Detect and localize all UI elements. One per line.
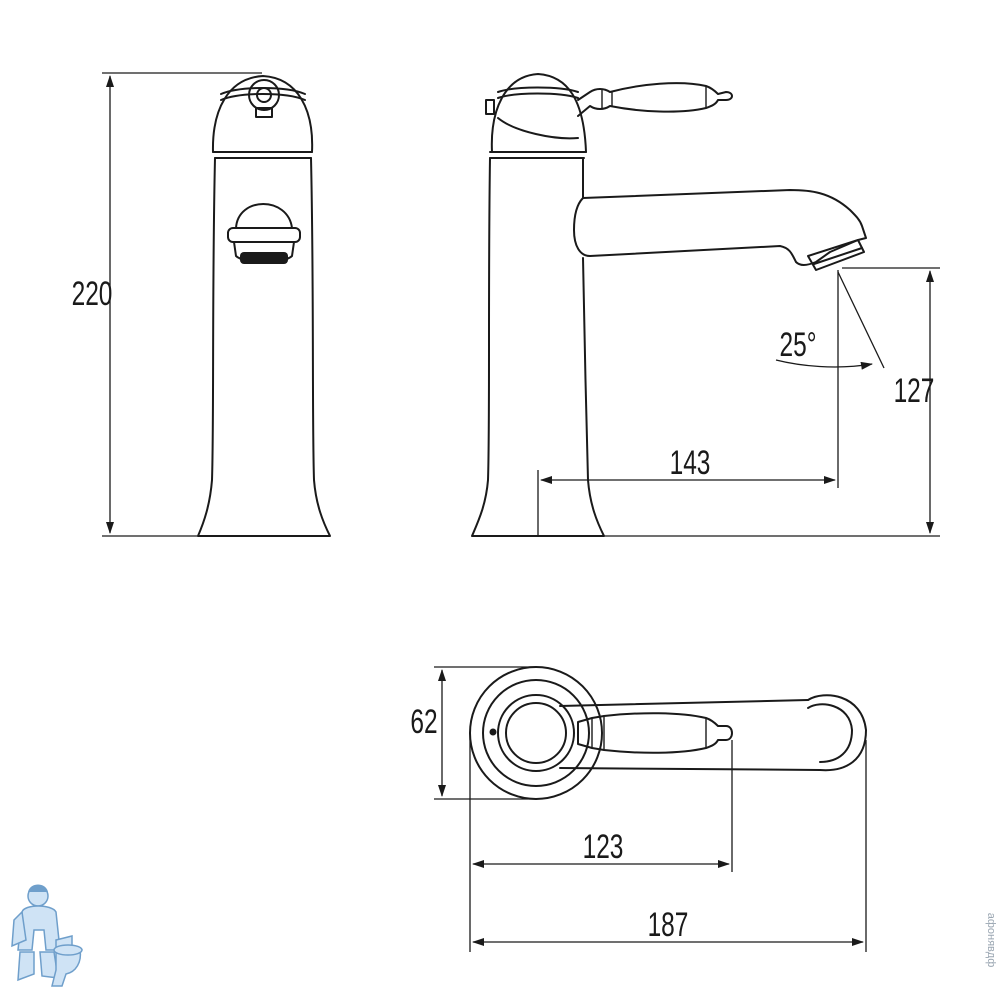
front-handle-ring: [248, 79, 280, 111]
dim-height-total: 220: [72, 72, 262, 537]
front-handle-neck: [255, 107, 273, 118]
side-dome-knob: [485, 99, 495, 115]
front-aerator-mesh: [240, 252, 288, 264]
dim-spout-reach-label: 143: [670, 444, 711, 482]
top-base-hole: [489, 728, 497, 736]
top-cartridge-inner: [505, 702, 567, 764]
top-spout-lower: [559, 767, 821, 771]
top-cartridge-ring: [497, 694, 575, 772]
plumber-mascot-icon: [11, 884, 83, 987]
side-view: [471, 73, 867, 537]
top-lever-handle: [577, 712, 733, 754]
dim-spray-angle: 25°: [775, 270, 885, 488]
top-base-ring: [482, 679, 590, 787]
dim-handle-length-label: 123: [583, 828, 624, 866]
side-aerator-line: [813, 247, 863, 265]
dim-spray-angle-label: 25°: [779, 326, 816, 364]
top-view: [469, 666, 867, 800]
dim-handle-length: 123: [469, 733, 733, 952]
top-spout-tip-inner: [807, 703, 853, 763]
front-body-outline: [197, 157, 331, 537]
side-aerator: [807, 239, 865, 271]
side-dome-band: [497, 86, 579, 93]
dim-spout-reach: 143: [537, 444, 836, 536]
side-lever-base: [497, 117, 579, 140]
front-handle-ring-inner: [256, 87, 272, 103]
dim-overall-length-label: 187: [648, 906, 689, 944]
watermark-text: афонявдф: [985, 913, 997, 968]
front-aerator-ring: [227, 227, 301, 243]
side-dome: [490, 73, 587, 153]
side-body-outline: [471, 157, 605, 537]
dim-overall-length: 187: [472, 740, 867, 952]
front-spout-arch: [235, 203, 293, 229]
dim-spout-height: 127: [604, 267, 940, 537]
side-spout: [573, 189, 867, 266]
top-spout-tip: [807, 694, 867, 772]
side-dome-band-2: [497, 92, 579, 99]
dim-base-width-label: 62: [410, 703, 437, 741]
front-dome-band-2: [220, 93, 306, 101]
top-spout-upper: [559, 699, 809, 707]
front-dome: [211, 75, 314, 153]
side-lever-handle: [577, 82, 733, 117]
dim-height-total-label: 220: [72, 275, 113, 313]
front-view: [197, 75, 331, 537]
dim-spout-height-label: 127: [894, 372, 935, 410]
dim-base-width: 62: [410, 666, 536, 800]
